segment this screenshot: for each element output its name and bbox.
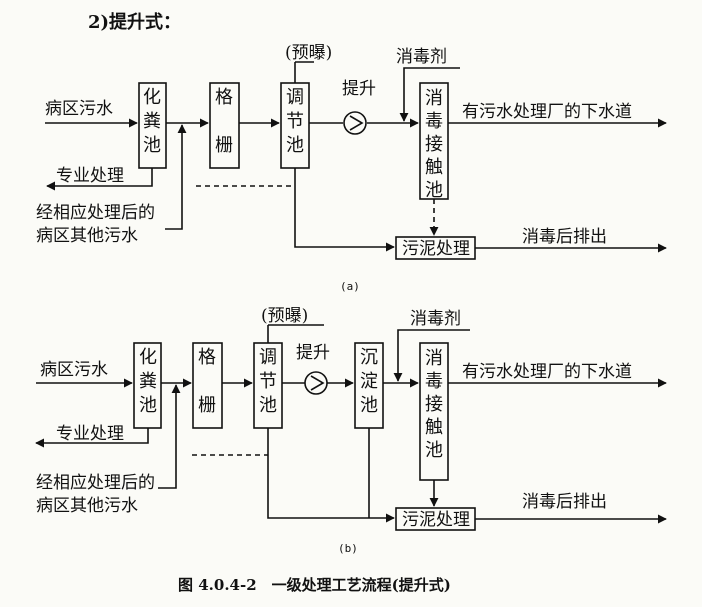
other-wastewater-arrow-b (158, 384, 181, 489)
settling-tank-label-b: 沉淀池 (360, 347, 378, 416)
sub-label-a: (a) (340, 280, 360, 293)
outlet-sewer-label-b: 有污水处理厂的下水道 (462, 362, 632, 382)
grille-box-b (192, 342, 223, 429)
discharge-label-b: 消毒后排出 (522, 492, 607, 512)
regulate-to-sludge-b (267, 428, 395, 523)
diagram-b (35, 324, 667, 531)
diagram-a (45, 61, 667, 260)
other-wastewater-label-a-1: 经相应处理后的 (36, 203, 155, 223)
section-heading: 2)提升式： (88, 11, 181, 33)
special-treatment-arrow-b (35, 428, 149, 448)
inlet-label-a: 病区污水 (45, 99, 113, 119)
regulating-tank-label-a: 调节池 (286, 87, 304, 156)
diagram-a-labels: 病区污水 专业处理 经相应处理后的 病区其他污水 (预曝) 提升 消毒剂 有污水… (36, 43, 632, 293)
inlet-label-b: 病区污水 (40, 360, 108, 380)
pump-triangle-a (349, 115, 364, 131)
pump-icon-b (304, 371, 328, 395)
sludge-label-a: 污泥处理 (402, 239, 470, 259)
outlet-sewer-label-a: 有污水处理厂的下水道 (462, 102, 632, 122)
disinfectant-label-b: 消毒剂 (410, 309, 461, 329)
sludge-label-b: 污泥处理 (402, 510, 470, 530)
lift-label-a: 提升 (342, 79, 376, 99)
figure-caption: 图 4.0.4-2 一级处理工艺流程(提升式) (178, 576, 451, 594)
disinfectant-feed-a (399, 67, 460, 122)
contact-tank-label-a: 消毒接触池 (425, 88, 443, 201)
special-treatment-label-a: 专业处理 (56, 166, 124, 186)
sub-label-b: (b) (338, 542, 358, 555)
septic-tank-label-b: 化粪池 (139, 347, 157, 416)
grille-box-a (209, 82, 240, 169)
grille-label-b: 格栅 (198, 347, 216, 416)
contact-tank-label-b: 消毒接触池 (425, 348, 443, 461)
regulating-tank-label-b: 调节池 (259, 347, 277, 416)
preaeration-label-a: (预曝) (285, 43, 332, 63)
other-wastewater-label-b-2: 病区其他污水 (36, 496, 138, 516)
disinfectant-feed-b (393, 329, 470, 382)
special-treatment-label-b: 专业处理 (56, 424, 124, 444)
pump-icon-a (343, 111, 367, 135)
diagram-b-labels: 病区污水 专业处理 经相应处理后的 病区其他污水 (预曝) 提升 消毒剂 有污水… (36, 306, 632, 555)
preaeration-label-b: (预曝) (261, 306, 308, 326)
other-wastewater-label-a-2: 病区其他污水 (36, 226, 138, 246)
other-wastewater-label-b-1: 经相应处理后的 (36, 473, 155, 493)
discharge-label-a: 消毒后排出 (522, 227, 607, 247)
lift-label-b: 提升 (296, 343, 330, 363)
other-wastewater-arrow-a (165, 124, 187, 230)
special-treatment-arrow-a (46, 168, 153, 191)
grille-label-a: 格栅 (215, 87, 233, 156)
septic-tank-label-a: 化粪池 (143, 87, 161, 156)
regulate-to-sludge-a (294, 168, 395, 252)
pump-triangle-b (310, 375, 325, 391)
disinfectant-label-a: 消毒剂 (396, 47, 447, 67)
